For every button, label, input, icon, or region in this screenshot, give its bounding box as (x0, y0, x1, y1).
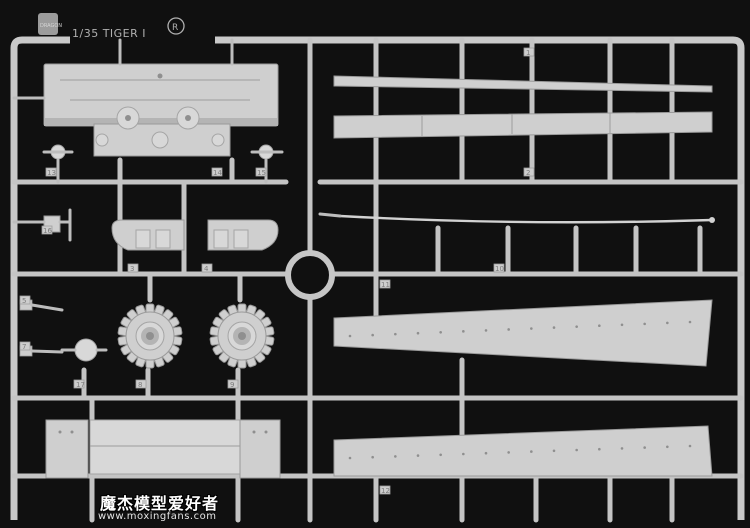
rivet-hole (507, 328, 510, 331)
rivet-hole (552, 326, 556, 329)
svg-text:9: 9 (230, 381, 234, 389)
rivet-hole (666, 445, 669, 449)
runner-ring (285, 250, 335, 300)
svg-text:8: 8 (138, 381, 142, 389)
svg-text:3: 3 (130, 265, 134, 273)
cupola-part (60, 338, 108, 362)
watermark-url: www.moxingfans.com (98, 511, 217, 522)
drive-sprocket-right (209, 303, 275, 369)
lower-left-panel (45, 419, 281, 479)
fender-strip-upper (333, 75, 713, 93)
svg-text:10: 10 (495, 265, 504, 273)
round-part-left (42, 144, 74, 184)
rivet-hole (371, 455, 374, 459)
rivet-hole (620, 323, 624, 327)
trademark-mark: R (167, 17, 185, 35)
rivet-hole (462, 452, 465, 456)
rivet-hole (666, 321, 669, 325)
svg-text:13: 13 (47, 169, 56, 177)
rivet-hole (552, 449, 556, 453)
rivet-hole (507, 451, 510, 454)
rivet-hole (575, 448, 578, 452)
svg-text:DRAGON: DRAGON (40, 23, 62, 29)
rivet-hole (416, 331, 420, 335)
small-bracket (12, 208, 72, 242)
rivet-hole (439, 330, 442, 334)
watermark-site-name: 魔杰模型爱好者 (100, 494, 220, 513)
rivet-hole (394, 455, 397, 458)
rivet-hole (348, 334, 352, 338)
rear-plate-gates (12, 38, 234, 100)
svg-text:12: 12 (381, 487, 390, 495)
rivet-hole (598, 324, 601, 328)
rivet-hole (643, 446, 646, 449)
rivet-hole (643, 322, 646, 326)
rivet-hole (575, 325, 578, 328)
rivet-hole (530, 327, 533, 330)
svg-text:7: 7 (22, 343, 26, 351)
rivet-hole (598, 447, 601, 451)
vertical-runners (81, 37, 703, 523)
part-number-tabs: 1 2 10 11 12 13 14 15 16 3 4 5 7 8 9 17 (19, 47, 535, 495)
hull-rear-plate (43, 63, 279, 157)
rivet-hole (394, 332, 397, 336)
tow-cable (318, 212, 715, 224)
rivet-hole (688, 444, 692, 448)
svg-text:5: 5 (22, 297, 26, 305)
svg-text:17: 17 (76, 381, 85, 389)
svg-text:2: 2 (526, 169, 530, 177)
sprue-title: 1/35 TIGER I (72, 27, 146, 40)
rivet-hole (484, 329, 488, 332)
svg-text:1: 1 (526, 49, 530, 57)
rivet-hole (439, 453, 442, 457)
rivet-hole (530, 450, 533, 453)
rivet-hole (688, 320, 692, 324)
rivet-hole (484, 451, 488, 455)
svg-text:4: 4 (204, 265, 209, 273)
rivet-hole (348, 456, 352, 460)
rivet-hole (462, 330, 465, 333)
svg-text:15: 15 (257, 169, 266, 177)
rivet-hole (371, 333, 374, 337)
svg-text:11: 11 (381, 281, 390, 289)
drive-sprocket-left (117, 303, 183, 369)
rivet-hole (416, 454, 420, 457)
sprue-frame (10, 36, 745, 520)
storage-bin-left (111, 219, 185, 251)
sprue-logo: DRAGON (38, 13, 62, 35)
svg-text:16: 16 (43, 227, 52, 235)
svg-text:14: 14 (213, 169, 222, 177)
side-plate-upper (333, 299, 713, 367)
svg-text:R: R (172, 23, 178, 33)
storage-bin-right (207, 219, 279, 251)
side-plate-lower (333, 425, 713, 477)
rivet-hole (620, 447, 624, 450)
fender-strip-lower (333, 111, 713, 139)
